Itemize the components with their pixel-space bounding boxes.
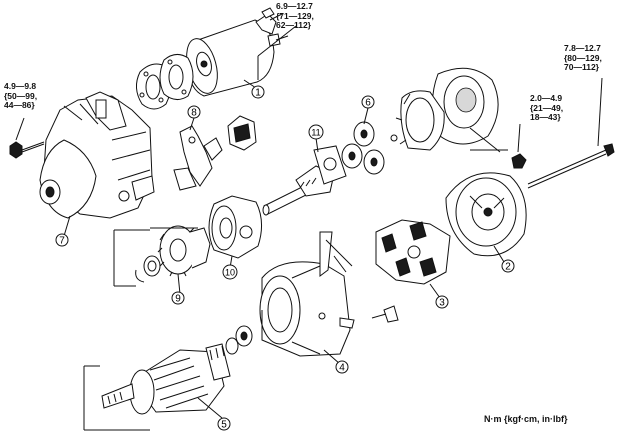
callout-9-label: 9 xyxy=(175,294,181,305)
callout-7: 7 xyxy=(55,233,69,247)
spec-line: 70—112} xyxy=(564,62,599,72)
callout-9: 9 xyxy=(171,291,185,305)
spec-line: {50—99, xyxy=(4,90,38,101)
spec-line: 2.0—4.9 xyxy=(530,93,563,103)
rear-cover xyxy=(445,172,527,257)
units-label: N·m {kgf·cm, in·lbf} xyxy=(484,414,568,424)
drive-lever-set xyxy=(173,115,257,191)
planetary-gears xyxy=(341,121,398,175)
spec-line: {21—49, xyxy=(530,102,564,113)
callout-6: 6 xyxy=(361,95,375,109)
housing-bolt-torque-spec: 4.9—9.8 {50—99, 44—86} xyxy=(4,81,38,111)
spec-line: 18—43} xyxy=(530,112,561,122)
callout-10-label: 10 xyxy=(225,268,235,278)
callout-leaders xyxy=(63,79,505,419)
spec-line: 7.8—12.7 xyxy=(564,43,601,53)
through-bolt xyxy=(527,77,615,189)
callout-2-label: 2 xyxy=(505,262,511,273)
housing-bolt xyxy=(9,117,45,159)
solenoid-torque-spec: 6.9—12.7 {71—129, 62—112} xyxy=(276,1,314,31)
overrunning-clutch xyxy=(208,195,262,259)
callout-11-label: 11 xyxy=(311,128,320,138)
yoke xyxy=(259,231,355,357)
spec-line: {71—129, xyxy=(276,10,314,21)
callout-3-label: 3 xyxy=(439,298,445,309)
callout-5-label: 5 xyxy=(221,420,227,431)
callout-4: 4 xyxy=(335,360,349,374)
callout-1: 1 xyxy=(251,85,265,99)
callout-7-label: 7 xyxy=(59,236,65,247)
cover-nut xyxy=(511,123,527,169)
callout-4-label: 4 xyxy=(339,363,345,374)
armature xyxy=(101,325,253,415)
callout-3: 3 xyxy=(435,295,449,309)
armature-shaft xyxy=(262,145,347,216)
solenoid-gaskets xyxy=(136,54,194,110)
spec-line: 6.9—12.7 xyxy=(276,1,313,11)
leader-lines xyxy=(83,25,508,431)
solenoid-switch xyxy=(186,7,289,97)
spec-line: 62—112} xyxy=(276,20,311,30)
callout-2: 2 xyxy=(501,259,515,273)
brush-holder xyxy=(371,219,451,323)
nut-torque-spec: 2.0—4.9 {21—49, 18—43} xyxy=(530,93,564,123)
callout-8-label: 8 xyxy=(191,108,197,119)
callout-10: 10 xyxy=(222,264,238,280)
callout-11: 11 xyxy=(308,124,324,140)
spec-line: {80—129, xyxy=(564,52,602,63)
callout-6-label: 6 xyxy=(365,98,371,109)
callout-1-label: 1 xyxy=(255,88,261,99)
through-bolt-torque-spec: 7.8—12.7 {80—129, 70—112} xyxy=(564,43,602,73)
internal-gear-plate xyxy=(395,67,499,151)
callout-5: 5 xyxy=(217,417,231,431)
spec-line: 44—86} xyxy=(4,100,35,110)
spec-line: 4.9—9.8 xyxy=(4,81,37,91)
callout-8: 8 xyxy=(187,105,201,119)
pinion-gear xyxy=(135,225,211,283)
front-housing xyxy=(39,91,155,219)
